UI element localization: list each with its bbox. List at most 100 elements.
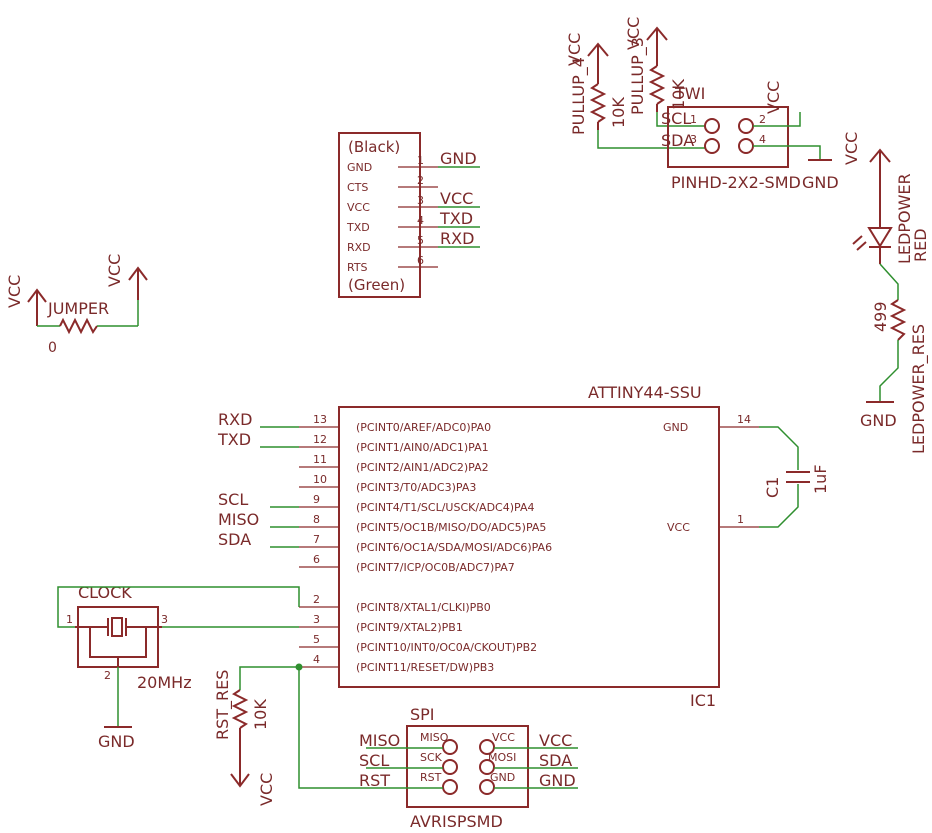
ic-pin-num: 13 <box>313 413 327 426</box>
sda-wire <box>597 130 705 149</box>
spi-net-vcc: VCC <box>539 731 572 750</box>
ftdi-net-rxd: RXD <box>440 229 474 248</box>
pullup4-name: PULLUP_4 <box>569 57 589 135</box>
twi-pin-num: 3 <box>690 133 697 146</box>
ftdi-pin-num: 5 <box>417 234 424 247</box>
rst-res-name: RST_RES <box>213 670 233 740</box>
vcc-arrow-icon <box>128 266 148 281</box>
spi-body <box>406 725 529 808</box>
ftdi-net-txd: TXD <box>439 209 473 228</box>
spi-inner-label: MISO <box>420 731 449 744</box>
ic-attiny44: ATTINY44-SSU IC1 13 12 11 10 9 8 7 6 2 3… <box>217 383 759 710</box>
ic-pin-label: GND <box>663 421 688 434</box>
twi-gnd-wire <box>753 145 821 160</box>
spi-inner-label: SCK <box>420 751 443 764</box>
ic-pin-num: 12 <box>313 433 327 446</box>
clock-pin-num: 1 <box>66 613 73 626</box>
clock-pin-num: 2 <box>104 669 111 682</box>
ic-pin-num: 4 <box>313 653 320 666</box>
ic-pin-label: (PCINT5/OC1B/MISO/DO/ADC5)PA5 <box>356 521 546 534</box>
ic-pin-num: 11 <box>313 453 327 466</box>
ic-ref: IC1 <box>690 691 716 710</box>
header-pin-icon <box>738 118 754 134</box>
spi-inner-label: RST <box>420 771 442 784</box>
ic-pin-num: 8 <box>313 513 320 526</box>
ic-left-pin-lines <box>299 426 339 668</box>
ic-pin-label: (PCINT11/RESET/DW)PB3 <box>356 661 494 674</box>
pullup3-name: PULLUP_3 <box>628 37 648 115</box>
pullup3-value: 10K <box>669 79 688 110</box>
ftdi-pin-num: 3 <box>417 194 424 207</box>
jumper: VCC VCC JUMPER 0 <box>5 254 148 356</box>
ic-pin-num: 9 <box>313 493 320 506</box>
led-gnd-wire <box>879 340 899 402</box>
rst-wire <box>239 666 299 690</box>
ic-pin-label: (PCINT8/XTAL1/CLKI)PB0 <box>356 601 491 614</box>
header-pin-icon <box>442 779 458 795</box>
spi-part: AVRISPSMD <box>410 812 503 831</box>
resistor-icon <box>59 317 98 335</box>
rst-to-spi-wire <box>298 667 406 789</box>
twi-vcc: VCC <box>764 81 783 114</box>
jumper-vcc-right: VCC <box>105 254 124 287</box>
led-res-wire <box>879 263 899 300</box>
net-label-rxd: RXD <box>218 410 252 429</box>
twi-section: VCC PULLUP_4 10K VCC PULLUP_3 10K TWI SC… <box>565 17 839 192</box>
ic-pin-label: (PCINT0/AREF/ADC0)PA0 <box>356 421 491 434</box>
ic-part: ATTINY44-SSU <box>588 383 702 402</box>
crystal-icon <box>111 617 123 637</box>
pullup4-vcc: VCC <box>565 33 584 66</box>
clock-name: CLOCK <box>78 583 132 602</box>
ic-pin-label: (PCINT4/T1/SCL/USCK/ADC4)PA4 <box>356 501 534 514</box>
ftdi-body <box>338 132 421 298</box>
vcc-arrow-icon <box>230 773 250 788</box>
jumper-vcc-left: VCC <box>5 275 24 308</box>
header-pin-icon <box>479 759 495 775</box>
net-label-sda: SDA <box>218 530 251 549</box>
ftdi-pin-num: 4 <box>417 214 424 227</box>
ic-pin-num: 6 <box>313 553 320 566</box>
resistor-icon <box>648 65 666 105</box>
c1-value: 1uF <box>811 464 830 494</box>
ic-pin-label: (PCINT3/T0/ADC3)PA3 <box>356 481 476 494</box>
jumper-value: 0 <box>48 340 57 356</box>
spi-net-gnd: GND <box>539 771 576 790</box>
ic-pin-label: (PCINT7/ICP/OC0B/ADC7)PA7 <box>356 561 515 574</box>
spi-net-scl: SCL <box>359 751 389 770</box>
twi-pin-num: 1 <box>690 113 697 126</box>
spi-net-miso: MISO <box>359 731 400 750</box>
led-gnd: GND <box>860 411 897 430</box>
header-pin-icon <box>479 779 495 795</box>
ftdi-pin-name: TXD <box>346 221 370 234</box>
reset-resistor: RST_RES 10K VCC <box>213 663 406 806</box>
led-section: VCC LEDPOWER RED 499 LEDPOWER_RES GND <box>842 132 930 454</box>
twi-part: PINHD-2X2-SMD <box>671 173 801 192</box>
spi-inner-label: GND <box>490 771 515 784</box>
pullup4-value: 10K <box>609 97 628 128</box>
ftdi-header: (Black) (Green) GND CTS VCC TXD RXD RTS … <box>338 132 480 298</box>
spi-inner-label: MOSI <box>488 751 516 764</box>
rst-res-value: 10K <box>251 699 270 730</box>
ic-pin-num: 7 <box>313 533 320 546</box>
twi-sda-label: SDA <box>661 131 694 150</box>
resistor-icon <box>231 689 249 729</box>
ftdi-pin-name: GND <box>347 161 372 174</box>
header-pin-icon <box>442 739 458 755</box>
led-icon <box>867 227 893 248</box>
ic-pin-num: 3 <box>313 613 320 626</box>
ftdi-net-gnd: GND <box>440 149 477 168</box>
ftdi-pins: GND CTS VCC TXD RXD RTS 1 2 3 4 5 6 <box>346 154 438 274</box>
header-pin-icon <box>738 138 754 154</box>
header-pin-icon <box>704 118 720 134</box>
c1-wire-bottom <box>759 484 799 528</box>
rst-res-vcc: VCC <box>257 773 276 806</box>
ic-pin-label: (PCINT6/OC1A/SDA/MOSI/ADC6)PA6 <box>356 541 552 554</box>
resistor-icon <box>889 299 907 341</box>
led-ray-icon <box>856 241 867 251</box>
spi-inner-label: VCC <box>492 731 515 744</box>
clock-value: 20MHz <box>137 673 192 692</box>
scl-wire <box>656 112 705 127</box>
ic-pin-label: VCC <box>667 521 690 534</box>
ic-pin-num: 14 <box>737 413 751 426</box>
